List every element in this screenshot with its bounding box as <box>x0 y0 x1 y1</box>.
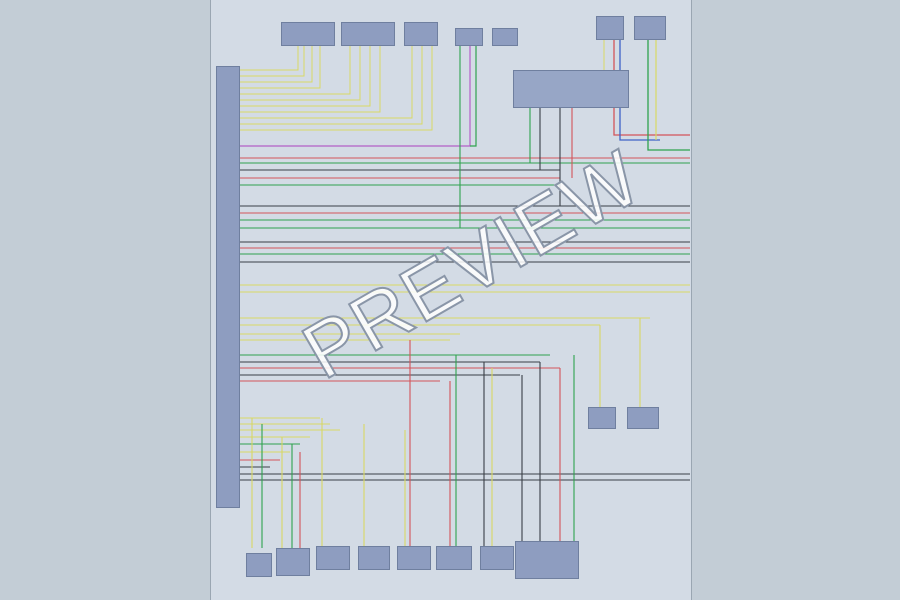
top-harness-wire <box>239 44 313 83</box>
right-lamp-1 <box>588 407 616 429</box>
top-switch-1 <box>596 16 624 40</box>
top-harness-wire <box>239 44 299 71</box>
bottom-sensor-5 <box>397 546 431 570</box>
top-switch-2 <box>634 16 666 40</box>
top-sensor-4 <box>455 28 483 46</box>
green-wire <box>470 44 477 147</box>
green-feed-wire <box>647 30 690 151</box>
top-sensor-2 <box>341 22 395 46</box>
bottom-sensor-6 <box>436 546 472 570</box>
top-harness-wire <box>239 44 351 95</box>
bottom-sensor-7 <box>480 546 514 570</box>
bottom-sensor-2 <box>276 548 310 576</box>
top-harness-wire <box>239 44 433 131</box>
top-sensor-1 <box>281 22 335 46</box>
bottom-sensor-4 <box>358 546 390 570</box>
top-harness-wire <box>239 44 321 89</box>
blue-feed-wire <box>619 30 660 141</box>
top-sensor-3 <box>404 22 438 46</box>
right-lamp-2 <box>627 407 659 429</box>
top-sensor-5 <box>492 28 518 46</box>
top-harness-wire <box>239 44 413 119</box>
bottom-sensor-1 <box>246 553 272 577</box>
bottom-switch-assembly <box>515 541 579 579</box>
red-feed-wire <box>613 30 690 136</box>
top-harness-wire <box>239 44 423 125</box>
top-harness-wire <box>239 44 305 77</box>
control-module-connector <box>216 66 240 508</box>
junction-connector <box>513 70 629 108</box>
top-harness-wire <box>239 44 381 113</box>
top-harness-wire <box>239 44 361 101</box>
purple-wire <box>239 44 471 147</box>
bottom-sensor-3 <box>316 546 350 570</box>
top-harness-wire <box>239 44 371 107</box>
